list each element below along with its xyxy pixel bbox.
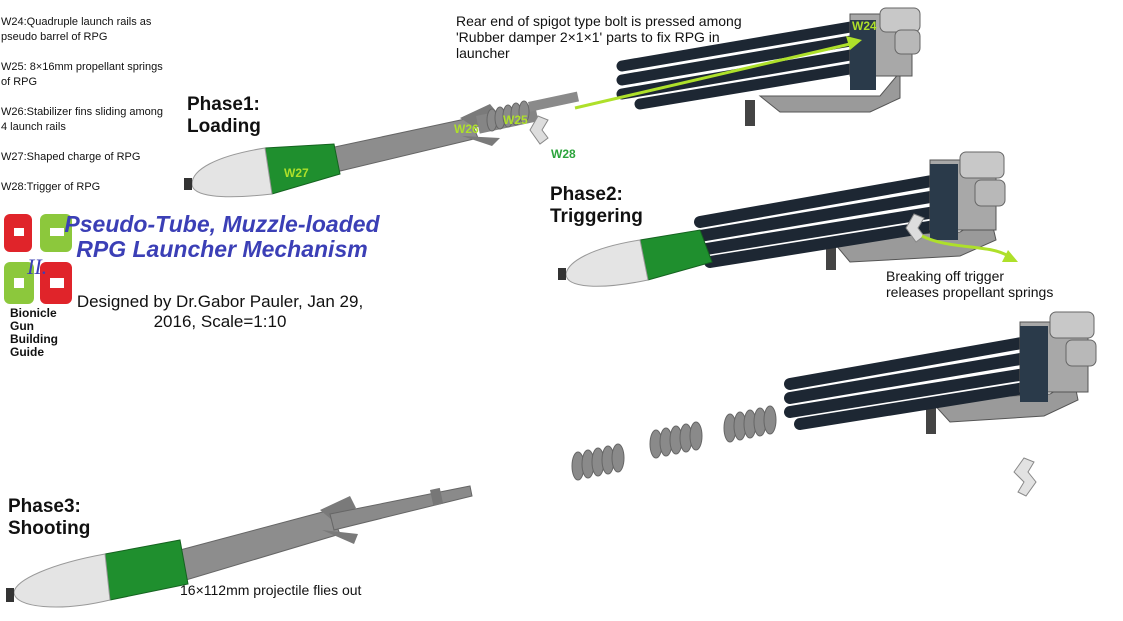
launcher-phase1 [616,7,921,126]
legend-w28: W28:Trigger of RPG [1,181,101,193]
tag-w28: W28 [551,147,576,161]
credits: Designed by Dr.Gabor Pauler, Jan 29, 201… [76,292,364,331]
tag-w26: W26 [454,122,479,136]
legend-w25: W25: 8×16mm propellant springs of RPG [1,61,163,88]
rear-bolt-note: Rear end of spigot type bolt is pressed … [456,13,742,61]
trigger-break-note: Breaking off trigger releases propellant… [886,268,1054,300]
logo-roman-numeral: II. [27,254,48,279]
tag-w27: W27 [284,166,309,180]
released-springs [571,405,777,481]
rpg-phase3 [6,485,473,608]
broken-trigger [1013,457,1037,497]
legend-w24: W24:Quadruple launch rails as pseudo bar… [1,16,152,43]
trigger-arrow [921,234,1018,262]
rpg-phase1 [184,91,579,198]
phase3-label: Phase3: Shooting [8,496,91,539]
legend-w27: W27:Shaped charge of RPG [1,151,141,163]
launcher-phase3 [784,311,1097,434]
phase2-label: Phase2: Triggering [550,184,643,227]
phase1-label: Phase1: Loading [187,94,261,137]
bgbg-logo [4,214,72,304]
diagram-title: Pseudo-Tube, Muzzle-loaded RPG Launcher … [64,211,380,262]
legend-w26: W26:Stabilizer fins sliding among 4 laun… [1,106,164,133]
tag-w24: W24 [852,19,877,33]
projectile-note: 16×112mm projectile flies out [180,582,362,598]
tag-w25: W25 [503,113,528,127]
launcher-phase2 [694,151,1006,270]
logo-caption: Bionicle Gun Building Guide [10,306,58,359]
parts-legend: W24:Quadruple launch rails as pseudo bar… [1,0,171,210]
insertion-arrow [574,36,862,110]
rpg-phase2 [558,229,713,287]
